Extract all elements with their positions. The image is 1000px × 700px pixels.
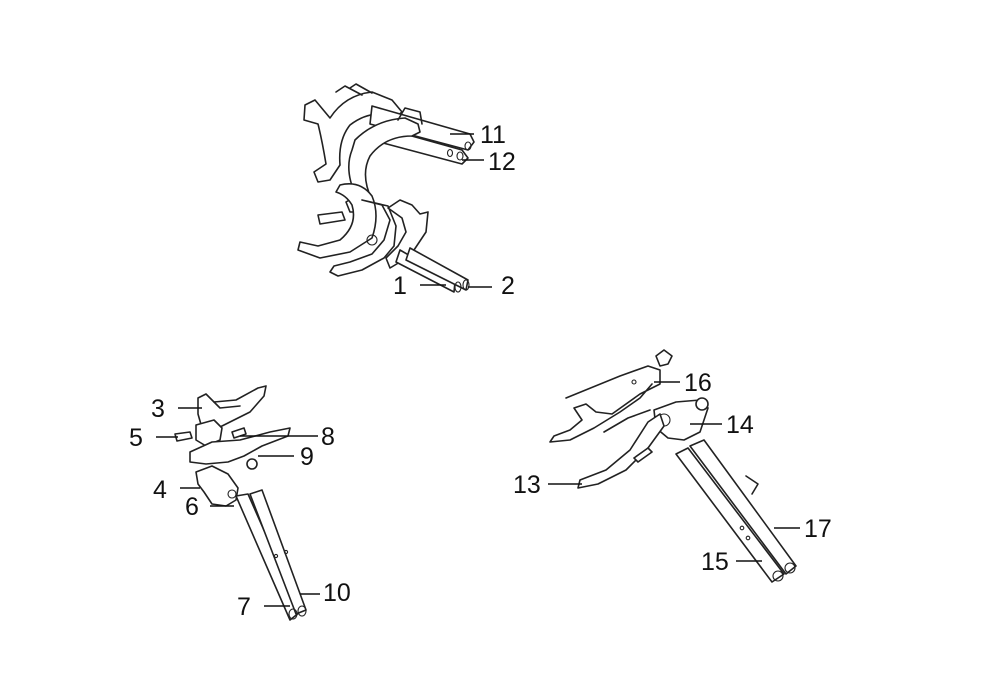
- callout-10: 10: [323, 579, 351, 607]
- top-fork-lower: [297, 183, 377, 259]
- pin: [633, 447, 653, 463]
- right-rail-17: [689, 439, 797, 575]
- callout-13: 13: [513, 471, 541, 499]
- top-fork-rear: [303, 91, 403, 183]
- callout-16: 16: [684, 369, 712, 397]
- left-fork-lower: [195, 465, 239, 507]
- right-shift-fork-assembly: [549, 349, 797, 583]
- bolt-14: [695, 397, 709, 411]
- right-fork-long: [577, 413, 665, 489]
- top-fork-center: [329, 199, 397, 277]
- right-rail-15: [675, 447, 785, 583]
- bolt-5: [174, 431, 193, 442]
- leader-lines: [156, 133, 800, 607]
- left-rail-10: [249, 489, 307, 615]
- spring-8: [231, 427, 247, 439]
- right-fork-upper: [549, 365, 661, 443]
- callout-1: 1: [393, 272, 407, 300]
- callout-17: 17: [804, 515, 832, 543]
- callout-14: 14: [726, 411, 754, 439]
- callout-8: 8: [321, 423, 335, 451]
- left-fork-hub: [195, 419, 223, 447]
- callout-9: 9: [300, 443, 314, 471]
- top-short-pin: [317, 211, 346, 225]
- bolt-16: [655, 349, 673, 367]
- callout-5: 5: [129, 424, 143, 452]
- callout-12: 12: [488, 148, 516, 176]
- left-shift-fork-assembly: [174, 385, 307, 621]
- callout-6: 6: [185, 493, 199, 521]
- callout-2: 2: [501, 272, 515, 300]
- nut-9: [246, 458, 258, 470]
- top-shift-fork-assembly: [297, 83, 475, 293]
- callout-15: 15: [701, 548, 729, 576]
- callout-11: 11: [480, 121, 506, 149]
- callout-7: 7: [237, 593, 251, 621]
- callout-labels: 1 2 3 4 5 6 7 8 9 10 11 12 13 14 15 16 1…: [129, 121, 832, 621]
- callout-3: 3: [151, 395, 165, 423]
- left-fork-middle: [189, 427, 291, 465]
- callout-4: 4: [153, 476, 167, 504]
